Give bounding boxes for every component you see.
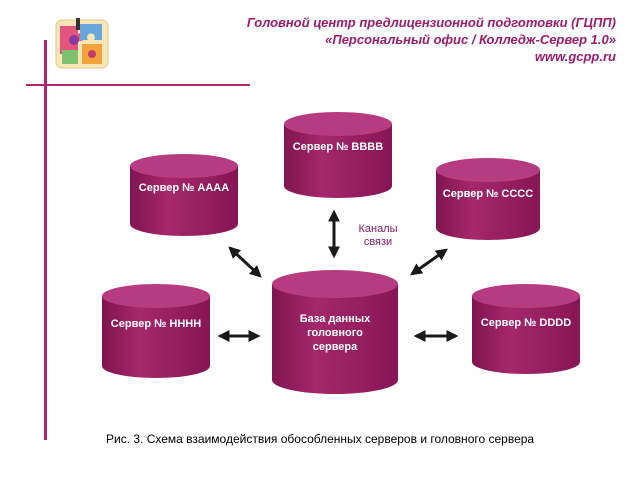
server-cccc-label: Сервер № CCCC	[443, 188, 533, 200]
channels-label-line2: связи	[364, 236, 392, 248]
header-url: www.gcpp.ru	[534, 49, 616, 64]
vertical-decor-line	[44, 40, 47, 440]
header: Головной центр предлицензионной подготов…	[196, 14, 616, 65]
horizontal-decor-line	[26, 84, 250, 86]
central-db-label-line3: сервера	[313, 341, 358, 353]
server-aaaa-cylinder: Сервер № AAAA	[130, 154, 238, 236]
arrow-cccc-db	[410, 248, 448, 276]
header-org-title: Головной центр предлицензионной подготов…	[246, 15, 616, 30]
central-db-label-line1: База данных	[300, 313, 371, 325]
server-hhhh-cylinder: Сервер № HHHH	[102, 284, 210, 378]
server-dddd-cylinder: Сервер № DDDD	[472, 284, 580, 374]
puzzle-logo-icon	[52, 14, 116, 77]
server-dddd-label: Сервер № DDDD	[481, 317, 571, 329]
header-product-title: «Персональный офис / Колледж-Сервер 1.0»	[325, 32, 616, 47]
server-bbbb-label: Сервер № BBBB	[293, 141, 383, 153]
server-bbbb-cylinder: Сервер № BBBB	[284, 112, 392, 198]
server-cccc-cylinder: Сервер № CCCC	[436, 158, 540, 240]
server-aaaa-label: Сервер № AAAA	[139, 182, 229, 194]
channels-label-line1: Каналы	[358, 223, 397, 235]
server-hhhh-label: Сервер № HHHH	[111, 318, 201, 330]
figure-caption: Рис. 3. Схема взаимодействия обособленны…	[106, 432, 535, 446]
central-db-label-line2: головного	[307, 327, 363, 339]
arrow-aaaa-db	[228, 246, 262, 278]
central-database-cylinder: База данных головного сервера	[272, 270, 398, 394]
